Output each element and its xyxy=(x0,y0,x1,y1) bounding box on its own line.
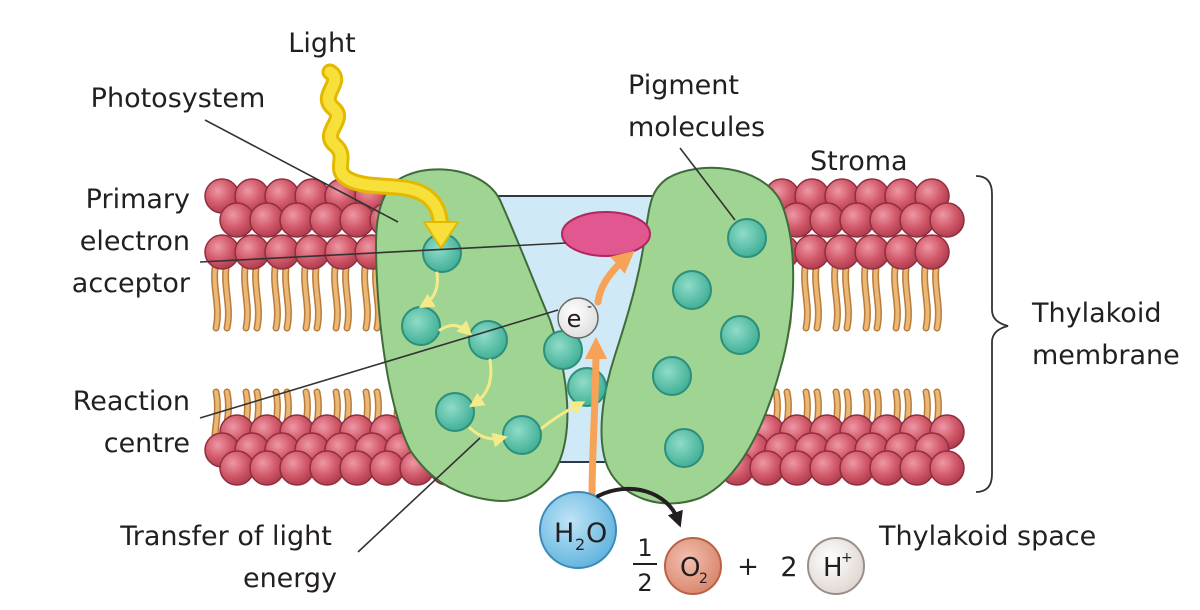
label-thylakoid-membrane-2: membrane xyxy=(1032,340,1180,371)
electron-to-acceptor-arrow xyxy=(594,250,635,306)
reaction-centre-pigment xyxy=(567,367,607,407)
phospholipid-head xyxy=(204,234,240,270)
pigment-molecule xyxy=(435,392,475,432)
pigment-molecule xyxy=(468,320,508,360)
half-numerator: 1 xyxy=(637,534,652,562)
transfer-arrow xyxy=(438,320,473,337)
phospholipid-head xyxy=(339,202,375,238)
label-reaction-centre-2: centre xyxy=(104,428,190,459)
oxygen-molecule xyxy=(664,537,722,595)
phospholipid-head xyxy=(929,202,965,238)
label-primary-acceptor-1: Primary xyxy=(86,184,190,215)
pigment-molecule xyxy=(502,415,542,455)
label-thylakoid-membrane-1: Thylakoid xyxy=(1031,298,1161,329)
pigment-leader xyxy=(679,147,736,221)
transfer-arrow xyxy=(468,426,508,448)
phospholipid-head xyxy=(839,202,875,238)
transfer-arrow xyxy=(469,358,493,408)
water-h: H xyxy=(554,518,574,549)
light-arrow xyxy=(322,66,447,234)
phospholipid-head xyxy=(294,234,330,270)
phospholipid-head xyxy=(854,234,890,270)
oxygen-symbol: O xyxy=(680,553,700,583)
phospholipid-head xyxy=(249,450,285,486)
phospholipid-head xyxy=(264,234,300,270)
phospholipid-head xyxy=(309,202,345,238)
pigment-molecules xyxy=(401,218,767,468)
phospholipid-head xyxy=(219,202,255,238)
pigment-molecule xyxy=(727,218,767,258)
water-electron-arrow xyxy=(584,336,608,502)
phospholipid-head xyxy=(869,202,905,238)
hydrogen-ion xyxy=(807,537,865,595)
pigment-molecule xyxy=(672,270,712,310)
water-subscript: 2 xyxy=(575,535,585,554)
phospholipid-head xyxy=(794,234,830,270)
transfer-leader xyxy=(357,437,481,553)
label-pigment-1: Pigment xyxy=(628,70,739,101)
water-splitting-arrow xyxy=(596,486,683,528)
reaction-centre-leader xyxy=(199,309,559,419)
phospholipid-head xyxy=(809,202,845,238)
pigment-molecule xyxy=(720,315,760,355)
pigment-molecule xyxy=(401,306,441,346)
phospholipid-head xyxy=(824,234,860,270)
leader-lines xyxy=(199,119,736,553)
phospholipid-head xyxy=(324,234,360,270)
electron-charge: - xyxy=(587,299,592,315)
label-transfer-1: Transfer of light xyxy=(119,521,332,552)
phospholipid-head xyxy=(279,202,315,238)
pigment-molecule xyxy=(652,356,692,396)
energy-transfer-arrows xyxy=(418,271,586,448)
phospholipid-head xyxy=(839,450,875,486)
phospholipid-head xyxy=(279,450,315,486)
proton-coefficient: 2 xyxy=(780,552,797,583)
phospholipid-head xyxy=(929,450,965,486)
plus-sign: + xyxy=(737,552,759,582)
phospholipid-head xyxy=(779,450,815,486)
phospholipid-head xyxy=(899,202,935,238)
pigment-molecule xyxy=(664,428,704,468)
phospholipid-head xyxy=(234,234,270,270)
water-o: O xyxy=(586,518,607,549)
phospholipid-head xyxy=(914,234,950,270)
phospholipid-head xyxy=(249,202,285,238)
membrane-bracket xyxy=(975,175,1009,493)
label-thylakoid-space: Thylakoid space xyxy=(878,521,1096,552)
label-light: Light xyxy=(288,28,355,59)
phospholipid-head xyxy=(339,450,375,486)
label-transfer-2: energy xyxy=(243,563,337,594)
phospholipid-head xyxy=(219,450,255,486)
phospholipid-head xyxy=(309,450,345,486)
label-reaction-centre-1: Reaction xyxy=(73,386,190,417)
transfer-arrow xyxy=(540,401,586,430)
label-pigment-2: molecules xyxy=(628,112,765,143)
phospholipid-head xyxy=(369,450,405,486)
oxygen-subscript: 2 xyxy=(699,571,708,587)
light-arrow-head xyxy=(423,221,459,249)
electron xyxy=(557,297,599,339)
primary-electron-acceptor xyxy=(561,211,651,257)
half-denominator: 2 xyxy=(637,569,652,597)
label-primary-acceptor-3: acceptor xyxy=(72,268,191,299)
phospholipid-head xyxy=(869,450,905,486)
proton-charge: + xyxy=(841,550,853,566)
label-primary-acceptor-2: electron xyxy=(80,226,190,257)
phospholipid-head xyxy=(809,450,845,486)
water-molecule xyxy=(539,491,617,569)
acceptor-leader xyxy=(199,242,567,263)
phospholipid-head xyxy=(884,234,920,270)
photosystem-leader xyxy=(204,119,399,223)
label-stroma: Stroma xyxy=(810,146,908,177)
label-photosystem: Photosystem xyxy=(91,83,266,114)
proton-symbol: H xyxy=(823,553,843,583)
electron-symbol: e xyxy=(567,305,582,333)
phospholipid-head xyxy=(899,450,935,486)
transfer-arrow xyxy=(418,271,439,309)
phospholipid-head xyxy=(749,450,785,486)
